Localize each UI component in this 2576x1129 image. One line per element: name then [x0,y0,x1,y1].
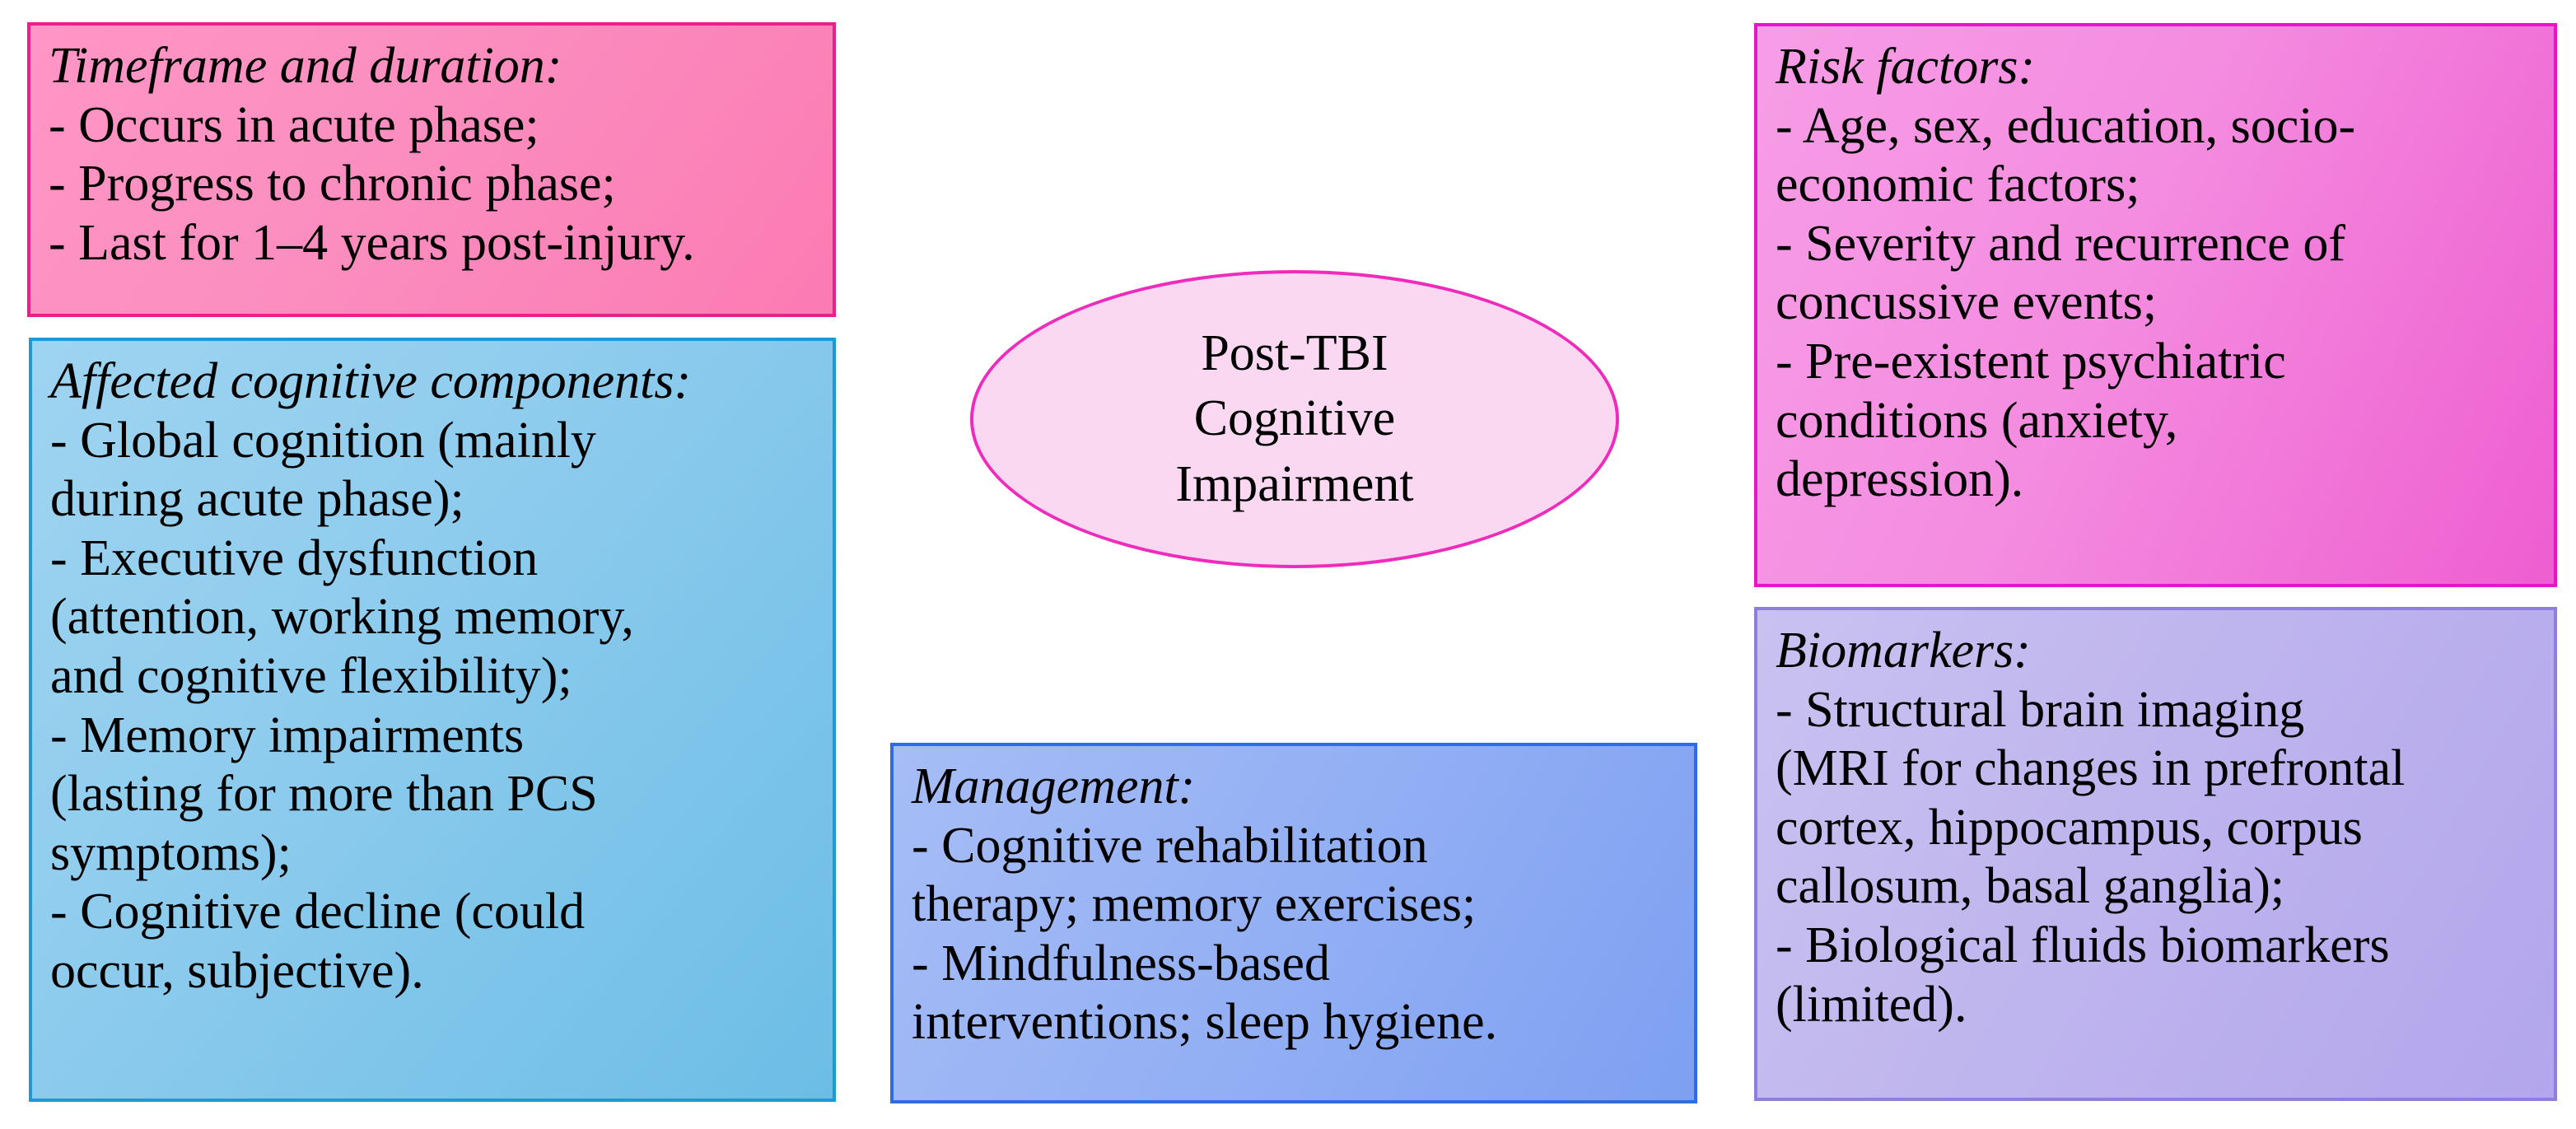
node-timeframe-heading: Timeframe and duration: [49,38,562,94]
node-risk-factors: Risk factors: - Age, sex, education, soc… [1754,23,2557,587]
node-biomarkers: Biomarkers: - Structural brain imaging (… [1754,607,2557,1101]
node-affected-cognitive-components: Affected cognitive components: - Global … [29,338,836,1102]
node-management-heading: Management: [912,758,1196,814]
node-management-body: - Cognitive rehabilitation therapy; memo… [912,817,1498,1051]
node-affected-heading: Affected cognitive components: [50,353,692,409]
node-biomarkers-body: - Structural brain imaging (MRI for chan… [1776,681,2406,1033]
node-timeframe: Timeframe and duration: - Occurs in acut… [27,22,836,317]
node-affected-body: - Global cognition (mainly during acute … [50,412,634,1000]
node-risk-body: - Age, sex, education, socio- economic f… [1776,97,2356,508]
node-management: Management: - Cognitive rehabilitation t… [890,743,1697,1103]
node-risk-heading: Risk factors: [1776,39,2036,95]
node-center-label: Post-TBI Cognitive Impairment [1175,324,1414,512]
node-timeframe-body: - Occurs in acute phase; - Progress to c… [49,96,695,271]
node-biomarkers-heading: Biomarkers: [1776,623,2031,679]
node-center-post-tbi-cognitive-impairment: Post-TBI Cognitive Impairment [970,270,1619,568]
